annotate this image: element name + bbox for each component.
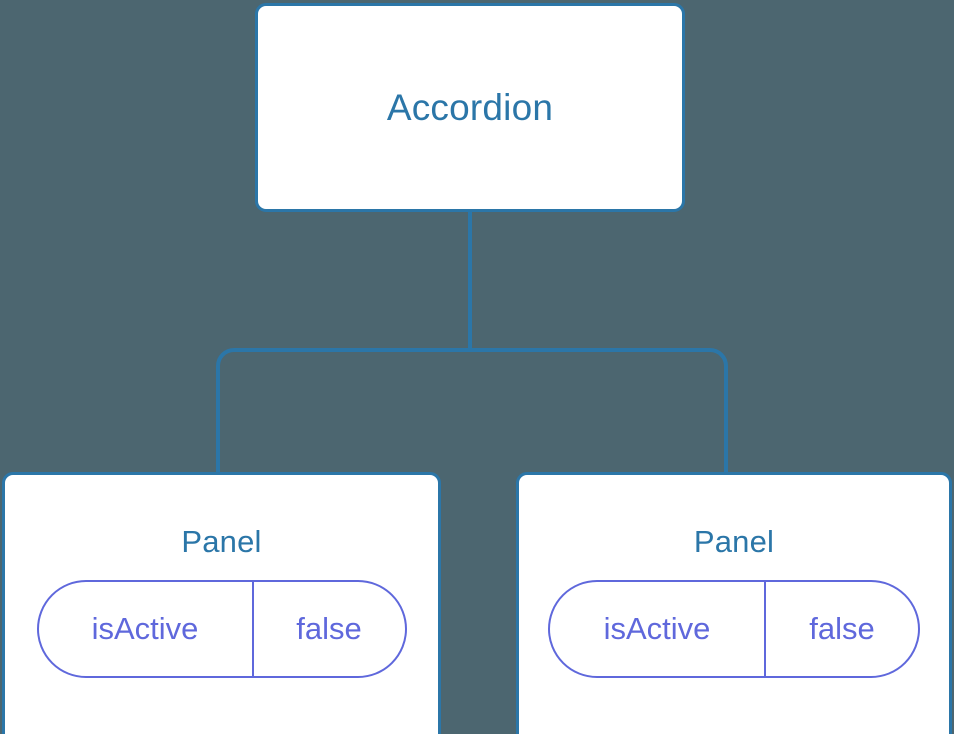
prop-pill-wrap-left: isActive false	[5, 580, 438, 678]
edge-to-panel-left	[216, 348, 470, 474]
prop-pill-isactive-right[interactable]: isActive false	[548, 580, 920, 678]
edge-to-panel-right	[470, 348, 728, 474]
node-panel-left[interactable]: Panel isActive false	[2, 472, 441, 734]
prop-value-isactive-left: false	[296, 611, 362, 646]
prop-key-isactive-right: isActive	[550, 582, 766, 676]
node-accordion[interactable]: Accordion	[255, 3, 685, 212]
prop-pill-isactive-left[interactable]: isActive false	[36, 580, 407, 678]
node-panel-right[interactable]: Panel isActive false	[516, 472, 952, 734]
prop-pill-wrap-right: isActive false	[519, 580, 949, 678]
prop-value-isactive-right: false	[809, 611, 875, 646]
node-panel-right-title: Panel	[693, 524, 775, 559]
prop-key-isactive-left: isActive	[39, 582, 254, 676]
node-panel-left-title: Panel	[181, 524, 262, 559]
node-accordion-title: Accordion	[386, 87, 554, 128]
